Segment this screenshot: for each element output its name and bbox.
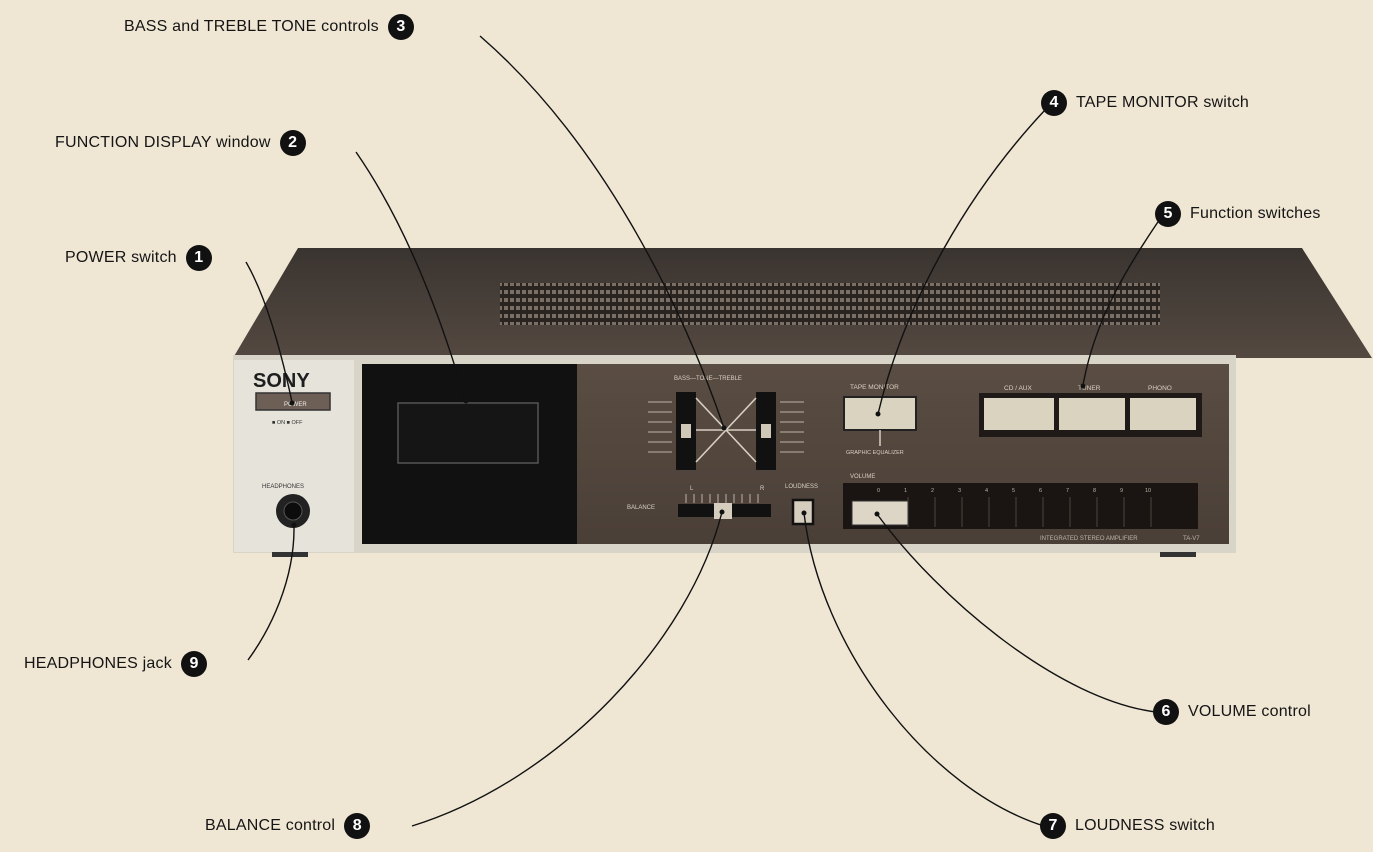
volume-scale-mark: 4 bbox=[985, 488, 988, 494]
volume-scale-mark: 7 bbox=[1066, 488, 1069, 494]
leader-line-7 bbox=[804, 513, 1044, 826]
volume-scale-mark: 1 bbox=[904, 488, 907, 494]
volume-scale-mark: 6 bbox=[1039, 488, 1042, 494]
power-label: POWER bbox=[284, 402, 307, 408]
callout-label: Function switches bbox=[1190, 205, 1321, 223]
volume-label: VOLUME bbox=[850, 474, 875, 480]
callout-label: FUNCTION DISPLAY window bbox=[55, 134, 271, 152]
brand-logo: SONY bbox=[253, 370, 310, 392]
right-foot bbox=[1160, 552, 1196, 557]
volume-scale-mark: 9 bbox=[1120, 488, 1123, 494]
model-text: INTEGRATED STEREO AMPLIFIER bbox=[1040, 536, 1138, 542]
callout-label: BASS and TREBLE TONE controls bbox=[124, 18, 379, 36]
volume-scale-mark: 5 bbox=[1012, 488, 1015, 494]
callout-number-badge: 2 bbox=[280, 130, 306, 156]
volume-scale-mark: 3 bbox=[958, 488, 961, 494]
callout-tone-controls: BASS and TREBLE TONE controls 3 bbox=[124, 14, 414, 40]
callout-number-badge: 7 bbox=[1040, 813, 1066, 839]
callout-number-badge: 8 bbox=[344, 813, 370, 839]
callout-label: TAPE MONITOR switch bbox=[1076, 94, 1249, 112]
headphones-label: HEADPHONES bbox=[262, 484, 304, 490]
callout-label: POWER switch bbox=[65, 249, 177, 267]
graphic-eq-label: GRAPHIC EQUALIZER bbox=[846, 450, 904, 456]
volume-scale-mark: 2 bbox=[931, 488, 934, 494]
function-label-phono: PHONO bbox=[1148, 385, 1172, 392]
callout-headphones-jack: HEADPHONES jack 9 bbox=[24, 651, 207, 677]
callout-number-badge: 3 bbox=[388, 14, 414, 40]
left-foot bbox=[272, 552, 308, 557]
callout-balance-control: BALANCE control 8 bbox=[205, 813, 370, 839]
callout-label: VOLUME control bbox=[1188, 703, 1311, 721]
volume-scale-mark: 8 bbox=[1093, 488, 1096, 494]
headphones-jack-inner bbox=[284, 502, 302, 520]
callout-number-badge: 1 bbox=[186, 245, 212, 271]
callout-loudness-switch: 7 LOUDNESS switch bbox=[1040, 813, 1215, 839]
function-label-cd-aux: CD / AUX bbox=[1004, 385, 1032, 392]
leader-line-8 bbox=[412, 512, 722, 826]
balance-label: BALANCE bbox=[627, 505, 655, 511]
volume-knob bbox=[852, 501, 908, 525]
callout-label: LOUDNESS switch bbox=[1075, 817, 1215, 835]
function-switch-phono bbox=[1130, 398, 1196, 430]
callout-number-badge: 6 bbox=[1153, 699, 1179, 725]
loudness-label: LOUDNESS bbox=[785, 484, 818, 490]
callout-function-switches: 5 Function switches bbox=[1155, 201, 1321, 227]
treble-slider-knob bbox=[761, 424, 771, 438]
vent-grille bbox=[500, 283, 1160, 325]
callout-number-badge: 5 bbox=[1155, 201, 1181, 227]
volume-scale-mark: 10 bbox=[1145, 488, 1151, 494]
bass-slider-knob bbox=[681, 424, 691, 438]
power-sub-label: ■ ON ■ OFF bbox=[272, 420, 303, 426]
tape-monitor-label: TAPE MONITOR bbox=[850, 384, 899, 391]
callout-number-badge: 9 bbox=[181, 651, 207, 677]
balance-right-mark: R bbox=[760, 486, 765, 492]
callout-label: BALANCE control bbox=[205, 817, 335, 835]
volume-scale-mark: 0 bbox=[877, 488, 880, 494]
callout-power-switch: POWER switch 1 bbox=[65, 245, 212, 271]
callout-label: HEADPHONES jack bbox=[24, 655, 172, 673]
callout-function-display-window: FUNCTION DISPLAY window 2 bbox=[55, 130, 306, 156]
function-switch-tuner bbox=[1059, 398, 1125, 430]
display-window bbox=[398, 403, 538, 463]
function-switch-cd-aux bbox=[984, 398, 1054, 430]
callout-volume-control: 6 VOLUME control bbox=[1153, 699, 1311, 725]
model-number: TA-V7 bbox=[1183, 536, 1200, 542]
callout-tape-monitor-switch: 4 TAPE MONITOR switch bbox=[1041, 90, 1249, 116]
tone-header: BASS—TONE—TREBLE bbox=[674, 376, 742, 382]
callout-number-badge: 4 bbox=[1041, 90, 1067, 116]
